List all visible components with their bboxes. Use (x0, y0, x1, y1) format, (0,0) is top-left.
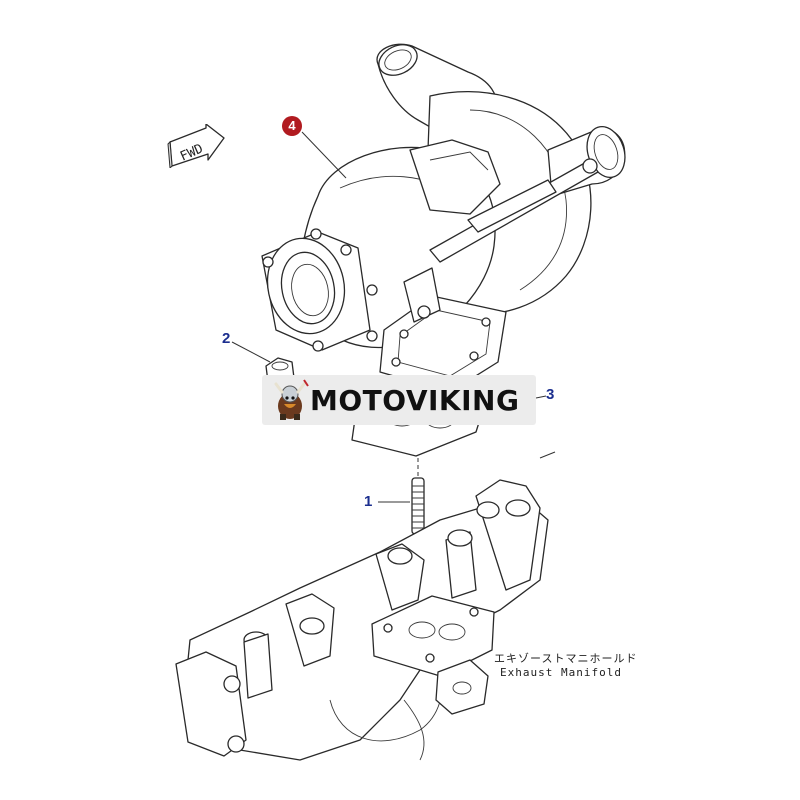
leader-line-2 (231, 341, 271, 363)
forward-direction-arrow-icon: FWD (167, 124, 225, 168)
manifold-caption-japanese: エキゾーストマニホールド (494, 652, 638, 665)
part-3-label: 3 (546, 386, 555, 403)
watermark-brand-text: MOTOVIKING (310, 384, 520, 417)
part-1-label: 1 (364, 493, 373, 510)
leader-line-4 (301, 131, 347, 179)
part-2-label: 2 (222, 330, 231, 347)
exhaust-manifold (175, 479, 549, 761)
watermark-banner: MOTOVIKING (262, 375, 536, 425)
turbocharger (261, 43, 626, 393)
part-4-callout-badge: 4 (282, 116, 302, 136)
viking-mascot-logo-icon (274, 379, 309, 420)
leader-line-3 (535, 395, 547, 399)
manifold-caption-english: Exhaust Manifold (500, 666, 622, 679)
